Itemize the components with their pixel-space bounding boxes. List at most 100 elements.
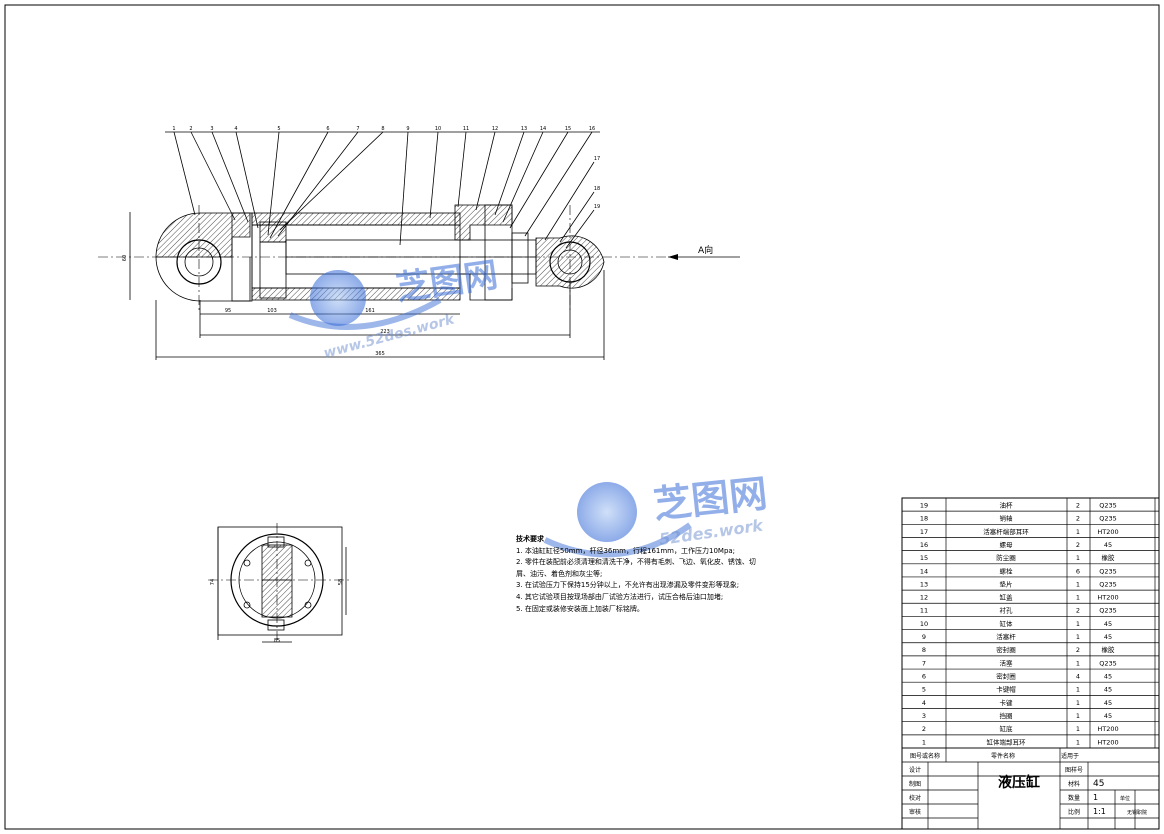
callout-7: 7: [356, 126, 359, 132]
tb-value-scale: 1:1: [1093, 807, 1106, 816]
tb-label-material: 材料: [1068, 780, 1080, 788]
part-name: 衬孔: [1000, 606, 1014, 615]
part-name: 销轴: [1000, 514, 1014, 523]
part-qty: 1: [1076, 620, 1080, 628]
callout-9: 9: [406, 126, 409, 132]
part-material: Q235: [1099, 607, 1117, 615]
callout-3: 3: [210, 126, 213, 132]
part-qty: 2: [1076, 646, 1080, 654]
part-qty: 2: [1076, 501, 1080, 509]
tech-item: 2. 零件在装配前必须清理和清洗干净，不得有毛刺、飞边、氧化皮、锈蚀、切: [516, 558, 756, 567]
part-no: 7: [922, 659, 926, 667]
part-qty: 4: [1076, 673, 1080, 681]
tb-label-fig: 图样号: [1065, 766, 1083, 774]
part-qty: 1: [1076, 633, 1080, 641]
part-material: HT200: [1097, 738, 1118, 746]
callout-18: 18: [594, 186, 600, 192]
tech-title: 技术要求: [516, 535, 544, 543]
callout-11: 11: [463, 126, 469, 132]
part-name: 螺母: [1000, 540, 1014, 549]
part-name: 缸盖: [1000, 593, 1014, 602]
callout-leaders: [165, 131, 600, 249]
part-qty: 2: [1076, 541, 1080, 549]
part-name: 密封圈: [996, 672, 1016, 681]
callout-6: 6: [326, 126, 329, 132]
drawing-title: 液压缸: [998, 774, 1040, 791]
part-material: Q235: [1099, 515, 1117, 523]
part-no: 8: [922, 646, 926, 654]
part-name: 活塞: [1000, 658, 1014, 667]
part-material: HT200: [1097, 528, 1118, 536]
callout-19: 19: [594, 204, 600, 210]
part-no: 5: [922, 686, 926, 694]
watermark-2: 芝图网 52des.work: [543, 471, 769, 558]
part-qty: 1: [1076, 580, 1080, 588]
part-qty: 1: [1076, 699, 1080, 707]
part-material: Q235: [1099, 501, 1117, 509]
callout-14: 14: [540, 126, 546, 132]
dim-end-bolt: 58: [338, 579, 344, 585]
tb-label-draw: 制图: [909, 780, 921, 788]
part-name: 缸体端部耳环: [987, 737, 1027, 746]
part-material: 45: [1104, 699, 1112, 707]
dim-mid: 223: [380, 329, 390, 335]
part-qty: 1: [1076, 659, 1080, 667]
part-material: HT200: [1097, 725, 1118, 733]
part-material: Q235: [1099, 567, 1117, 575]
part-no: 9: [922, 633, 926, 641]
tech-item: 5. 在固定或装修安装面上加装厂标铭牌。: [516, 604, 644, 613]
part-no: 17: [920, 528, 928, 536]
part-qty: 1: [1076, 594, 1080, 602]
part-material: Q235: [1099, 659, 1117, 667]
tb-label-check: 校对: [909, 794, 921, 802]
part-material: 45: [1104, 620, 1112, 628]
part-no: 19: [920, 501, 928, 509]
watermark-globe-icon: [310, 270, 366, 326]
dim-end-height: 74: [210, 579, 216, 585]
part-no: 2: [922, 725, 926, 733]
part-name: 密封圈: [996, 645, 1016, 654]
dim-height: 60: [122, 255, 128, 261]
part-qty: 2: [1076, 607, 1080, 615]
tb-value-weight: 无锡职院: [1127, 809, 1147, 816]
tech-item: 4. 其它试验项目按现场部由厂试验方法进行，试压合格后油口加堵;: [516, 592, 724, 601]
part-name: 垫片: [1000, 579, 1013, 588]
part-material: Q235: [1099, 580, 1117, 588]
sheet-border: [4, 4, 1160, 830]
callout-1: 1: [172, 126, 175, 132]
end-view: [208, 523, 350, 643]
callout-5: 5: [277, 126, 280, 132]
end-view-dimensions: 74 58 85: [210, 579, 344, 644]
view-label-a: A向: [698, 244, 713, 256]
title-block: 设计 制图 校对 审核 液压缸 图样号 材料 45 数量 1 单位 比例 1:1…: [902, 762, 1159, 829]
part-material: 45: [1104, 541, 1112, 549]
callout-16: 16: [589, 126, 595, 132]
part-qty: 6: [1076, 567, 1080, 575]
part-no: 18: [920, 515, 928, 523]
part-name: 活塞杆端部耳环: [983, 527, 1029, 536]
part-qty: 2: [1076, 515, 1080, 523]
tb-label-approve: 审核: [909, 808, 921, 816]
tb-label-scale: 比例: [1068, 808, 1080, 816]
part-name: 缸底: [1000, 724, 1014, 733]
dim-end-width: 85: [274, 638, 280, 644]
callout-10: 10: [435, 126, 441, 132]
callout-8: 8: [381, 126, 384, 132]
callout-4: 4: [234, 126, 237, 132]
watermark-1: 芝图网 www.52des.work: [288, 255, 500, 362]
part-no: 6: [922, 673, 926, 681]
technical-requirements: 技术要求 1. 本油缸缸径50mm，杆径36mm，行程161mm，工作压力10M…: [516, 534, 816, 615]
part-material: 45: [1104, 712, 1112, 720]
part-name: 油杯: [1000, 500, 1014, 509]
tb-label-unit: 单位: [1120, 795, 1130, 802]
part-no: 11: [920, 607, 928, 615]
callout-2: 2: [189, 126, 192, 132]
part-no: 13: [920, 580, 928, 588]
tech-item: 屑、油污、着色剂和灰尘等;: [516, 569, 603, 578]
dim-piston: 161: [365, 308, 375, 314]
part-no: 14: [920, 567, 928, 575]
tech-item: 3. 在试验压力下保持15分钟以上，不允许有出现渗漏及零件变形等现象;: [516, 581, 740, 590]
callout-15: 15: [565, 126, 571, 132]
part-no: 16: [920, 541, 928, 549]
